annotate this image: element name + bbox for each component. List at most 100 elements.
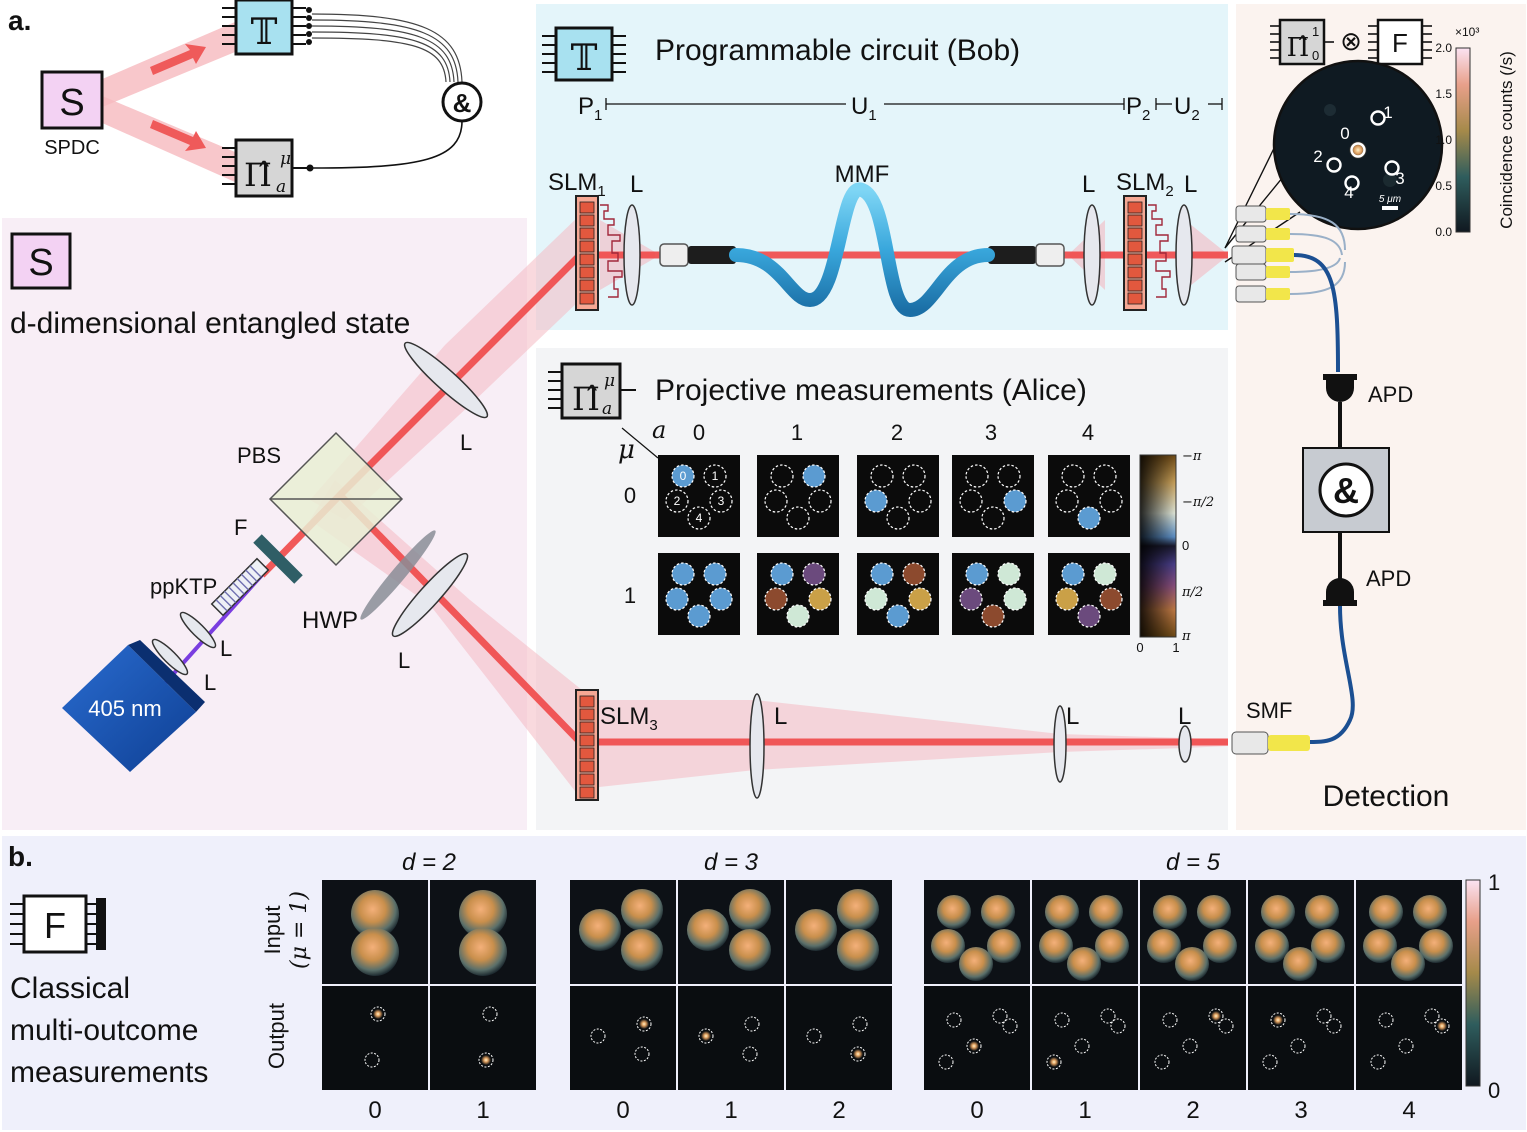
input-lobe [959,947,993,981]
pattern-spot [1003,489,1027,513]
apd-bottom [1323,578,1357,606]
bob-chip-icon: 𝕋 [542,26,626,82]
output-spot [639,1019,649,1029]
detector-number: 1 [1383,103,1392,122]
pump-lens-1 [151,638,189,676]
output-ring [992,1008,1008,1024]
output-ring [1154,1054,1170,1070]
laser-block: 405 nm [62,640,205,772]
input-lobe [1147,929,1181,963]
smf-label: SMF [1246,698,1292,723]
slm2 [1123,195,1171,311]
hwp-plate [360,530,436,620]
input-lobe [459,928,507,976]
state-source-symbol: S [28,242,53,284]
output-ring [1434,1018,1450,1034]
row-label-input-sub: (μ = 1) [287,891,312,969]
spot-number: 3 [718,494,725,508]
output-ring [482,1006,498,1022]
pattern-spot [959,489,983,513]
pattern-spot [770,464,794,488]
arrow-icon [150,44,206,75]
output-spot [481,1055,491,1065]
input-lobe [729,889,771,931]
output-ring [370,1006,386,1022]
output-ring [1100,1008,1116,1024]
state-title: d-dimensional entangled state [10,307,410,340]
coincidence-symbol-inset: & [453,88,472,118]
alice-chip-icon: Π̂ μ a [548,362,636,420]
input-lobe [687,909,729,951]
pattern-spot [786,604,810,628]
fiber-connector-right [988,243,1065,267]
pattern-spot [665,489,689,513]
det-f-symbol: F [1392,28,1408,58]
output-tile [430,986,536,1090]
output-ring [852,1016,868,1032]
output-tile [1248,986,1354,1090]
input-lobe [579,909,621,951]
pattern-spot [997,464,1021,488]
spot-number: 4 [696,511,703,525]
output-ring [1074,1038,1090,1054]
detector-ring [1344,175,1360,191]
pattern-spot [1093,562,1117,586]
multimode-fiber [729,182,995,318]
input-lobe [621,889,663,931]
output-spot [701,1031,711,1041]
beam-envelope-lower [310,480,582,800]
input-lobe [1255,929,1289,963]
output-ring [1424,1008,1440,1024]
input-lobe [1413,895,1447,929]
alice-lens-3-label: L [1178,703,1191,730]
bob-lens-3 [1175,204,1193,306]
pattern-spot [764,587,788,611]
output-col-label: 1 [1078,1097,1091,1124]
spot-number: 2 [674,494,681,508]
panel-b-colorbar [1465,879,1481,1087]
output-ring [806,1028,822,1044]
slm3 [575,689,599,801]
alice-mu-val: 1 [624,583,636,608]
chip-t-icon: 𝕋 [222,0,312,56]
input-lobe [1311,929,1345,963]
alice-chip-sub: a [602,399,612,419]
smf-cable [1309,605,1355,744]
pattern-tile [658,455,740,537]
bob-lens-1 [623,204,641,306]
input-lobe [837,889,879,931]
slm1-label: SLM1 [548,169,606,200]
input-lobe [1197,895,1231,929]
pattern-spot [1061,562,1085,586]
output-ring [1046,1054,1062,1070]
bob-bracket [605,98,1223,110]
output-ring [850,1046,866,1062]
output-spot [373,1009,383,1019]
input-lobe [1045,895,1079,929]
counts-tick: 2.0 [1435,41,1452,55]
pattern-spot [864,489,888,513]
pbs-label: PBS [237,443,281,468]
group-title: d = 2 [402,849,456,876]
pattern-spot [997,562,1021,586]
output-tile [924,986,1030,1090]
spot-number: 0 [680,469,687,483]
pattern-spot [709,489,733,513]
output-spot [1049,1057,1059,1067]
alice-a-val: 4 [1082,420,1094,445]
pattern-spot [981,506,1005,530]
phase-amp-tick: 0 [1136,640,1143,655]
output-ring [1326,1018,1342,1034]
detector-ring [1326,157,1342,173]
lens-lower [391,552,469,638]
output-tile [1032,986,1138,1090]
pattern-spot [965,562,989,586]
panel-b-colorbar-top: 1 [1488,870,1500,895]
output-ring [1370,1054,1386,1070]
alice-lens-3 [1178,725,1192,763]
detector-number: 3 [1395,169,1404,188]
output-spot [1211,1011,1221,1021]
phase-amp-tick: 1 [1172,640,1179,655]
alice-lens-2 [1053,705,1067,783]
